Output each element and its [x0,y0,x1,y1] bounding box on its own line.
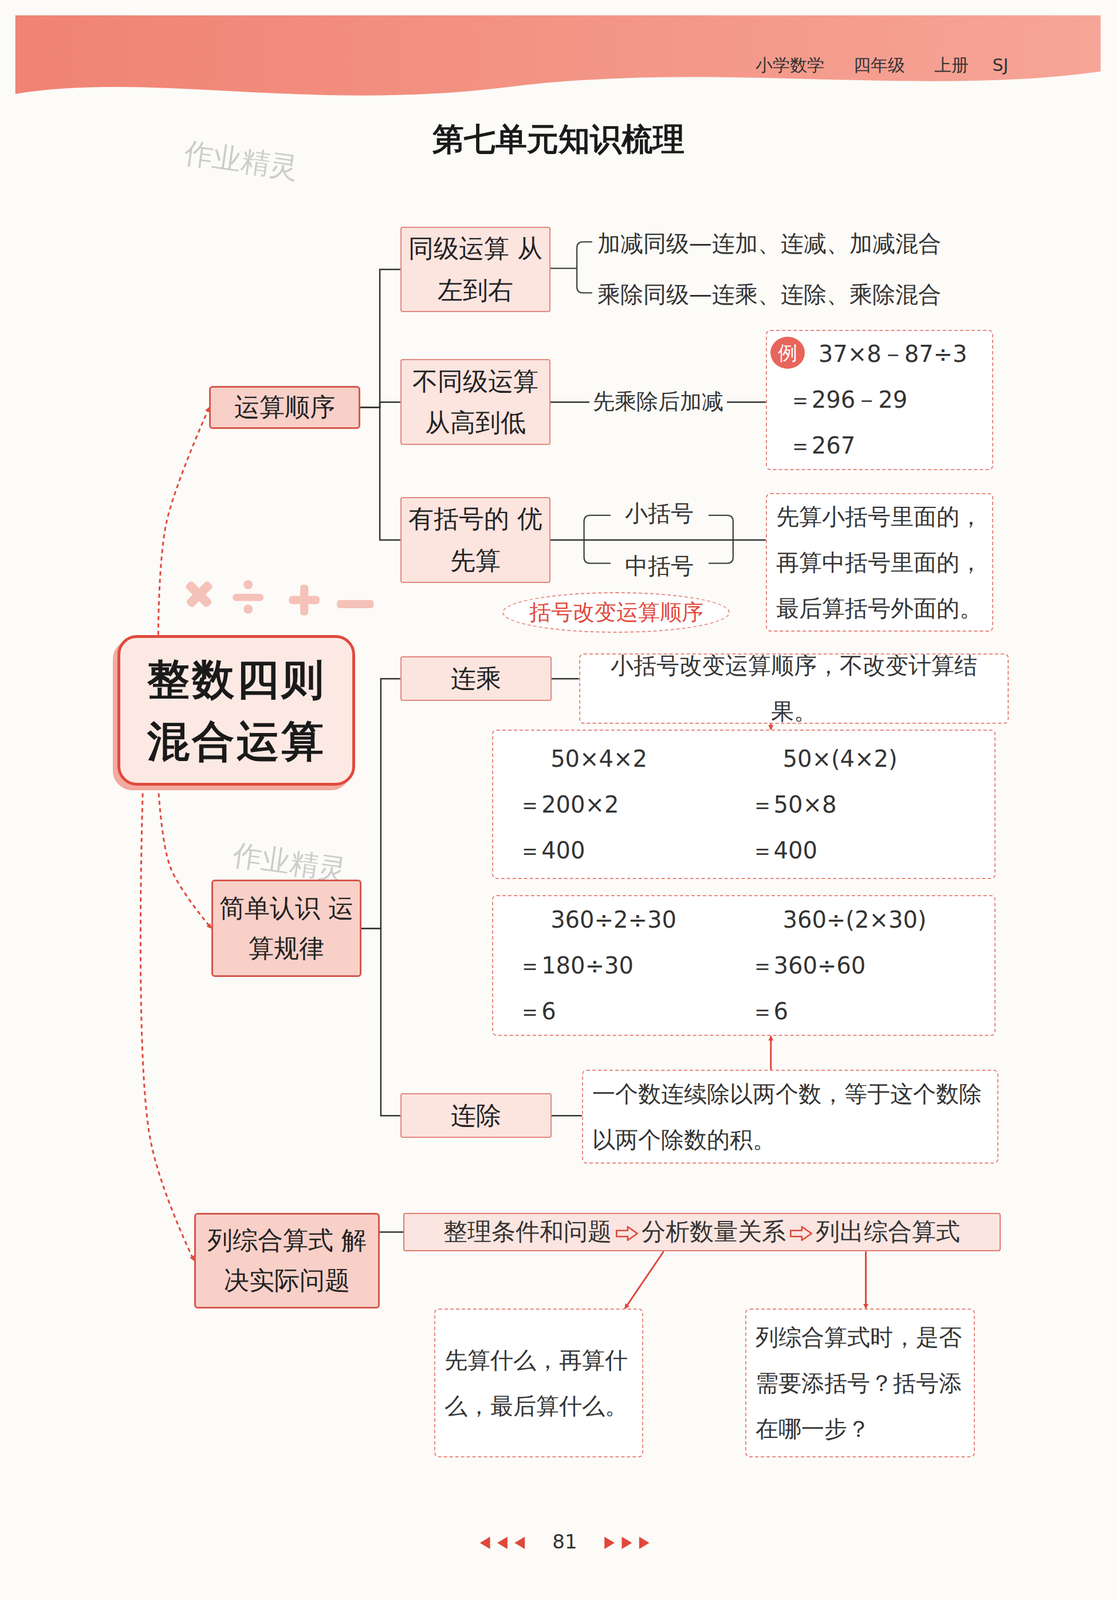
node-text: 列出综合算式 [785,1216,961,1249]
node-text: 一个数连续除以两个数，等于这个数除以两个除数的积。 [592,1071,989,1163]
note-box: 小括号改变运算顺序，不改变计算结果。 [579,653,1009,725]
node-text: 列综合算式时，是否需要添括号？括号添在哪一步？ [755,1314,965,1453]
connector [551,678,580,680]
node-text: 同级运算 从左到右 [407,227,544,312]
connector [360,269,401,408]
node-text: 运算顺序 [234,387,336,428]
node-text: 括号改变运算顺序 [529,599,704,627]
node-text: 360÷(2×30) [750,897,927,943]
node-text: 360÷2÷30 [518,897,677,943]
node-text: 列综合算式 解决实际问题 [201,1220,373,1302]
node-text: 简单认识 运算规律 [218,888,355,970]
node-text: ＝6 [750,988,789,1035]
node-text: 有括号的 优先算 [407,498,544,582]
node-text: ＝360÷60 [750,942,867,989]
node-text: 连乘 [450,658,502,700]
connector [158,407,210,635]
node-text: ＝6 [518,988,556,1035]
node-text: ＝400 [750,827,818,874]
node-text: 分析数量关系 [611,1216,786,1249]
page-title: 第七单元知识梳理 [432,120,685,159]
central-topic: 整数四则混合运算 [117,635,356,787]
node-text: ＝200×2 [518,781,619,828]
calculation-box: 50×4×2＝200×2＝40050×(4×2)＝50×8＝400 [492,729,996,879]
node-text: ＝400 [518,827,585,874]
node-text: 50×4×2 [518,736,648,782]
watermark: 作业精灵 [182,135,301,186]
rule-text: 加减同级—连加、连减、加减混合 [597,229,942,258]
rule-box: 有括号的 优先算 [400,497,551,584]
node-text: ＝50×8 [750,781,837,828]
connector [140,785,194,1261]
connector [864,1251,867,1309]
note-box: 列综合算式时，是否需要添括号？括号添在哪一步？ [745,1308,975,1458]
node-text: 先算什么，再算什么，最后算什么。 [444,1337,633,1430]
connector [379,1231,404,1234]
node-text: 不同级运算 从高到低 [407,360,544,444]
connector [360,402,401,408]
connector [769,724,772,731]
header-text: 四年级 [853,54,906,76]
node-text: ＝296－29 [778,376,908,423]
node-text: ＝267 [778,422,856,469]
connector [769,1036,772,1071]
connector-label: 先乘除后加减 [589,388,727,416]
node-text: ＝180÷30 [518,942,634,989]
bracket-label: 小括号 [624,499,694,527]
node-text: 连除 [450,1095,502,1138]
rule-box: 不同级运算 从高到低 [400,359,551,446]
connector [361,928,401,1116]
connector [361,678,401,929]
branch-box: 列综合算式 解决实际问题 [194,1213,380,1310]
branch-box: 运算顺序 [209,386,361,430]
calculation-box: 360÷2÷30＝180÷30＝6360÷(2×30)＝360÷60＝6 [492,895,996,1037]
header-text: 上册 [934,54,969,76]
node-text: 37×8－87÷3 [778,331,968,377]
node-text: 整数四则混合运算 [145,649,328,773]
rule-box: 连乘 [400,656,552,702]
header-text: 小学数学 [755,54,825,76]
bracket [550,241,593,293]
connector [550,539,766,542]
example-box: 例37×8－87÷3＝296－29＝267 [765,329,994,471]
rule-box: 连除 [400,1093,552,1139]
page-number: 81 [552,1530,577,1555]
step-flow-box: 整理条件和问题分析数量关系列出综合算式 [403,1213,1001,1253]
header-text: SJ [992,54,1009,76]
note-box: 先算什么，再算什么，最后算什么。 [434,1308,644,1458]
connector [158,785,212,929]
header-band [15,15,1101,96]
rule-text: 乘除同级—连乘、连除、乘除混合 [597,280,942,309]
node-text: 小括号改变运算顺序，不改变计算结果。 [589,642,999,735]
note-box: 先算小括号里面的，再算中括号里面的，最后算括号外面的。 [765,493,994,632]
branch-box: 简单认识 运算规律 [211,879,362,977]
node-text: 50×(4×2) [750,736,898,782]
connector [551,1115,582,1117]
node-text: 先算小括号里面的，再算中括号里面的，最后算括号外面的。 [776,493,983,632]
node-text: 例 [770,336,805,369]
note-box: 一个数连续除以两个数，等于这个数除以两个除数的积。 [581,1070,999,1164]
connector [360,407,401,541]
node-text: 整理条件和问题 [443,1216,612,1249]
operator-symbols [184,580,374,616]
connector [624,1251,664,1309]
rule-box: 同级运算 从左到右 [400,226,551,313]
bracket-label: 中括号 [624,552,694,580]
callout-cloud: 括号改变运算顺序 [502,592,730,633]
